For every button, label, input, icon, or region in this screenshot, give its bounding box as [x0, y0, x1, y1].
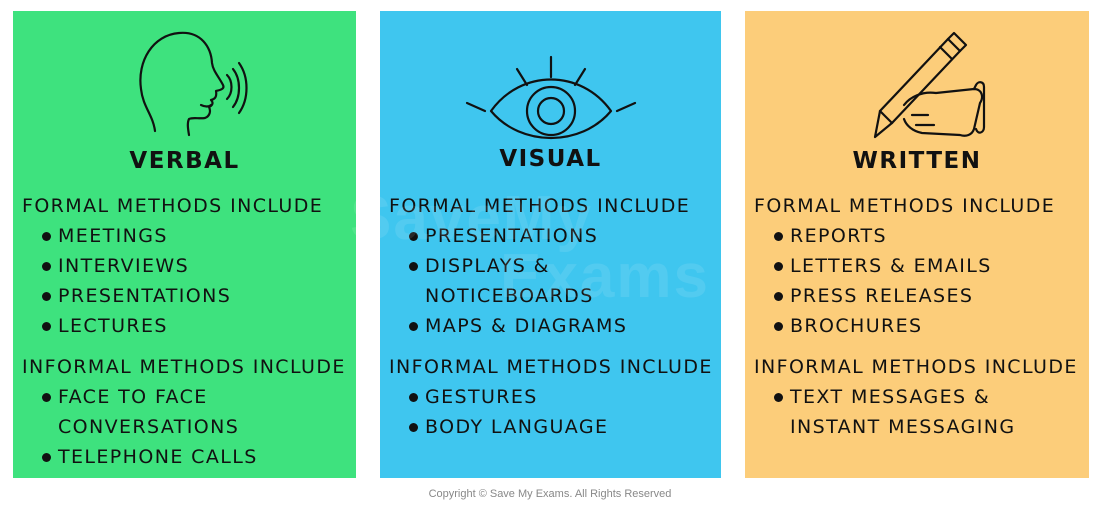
panel-title: WRITTEN — [852, 148, 982, 174]
hand-writing-icon — [745, 19, 1089, 149]
informal-methods-heading: INFORMAL METHODS INCLUDE — [389, 356, 713, 378]
formal-methods-heading: FORMAL METHODS INCLUDE — [389, 195, 691, 217]
formal-methods-list: MEETINGS INTERVIEWS PRESENTATIONS LECTUR… — [40, 221, 231, 341]
panel-written: WRITTEN FORMAL METHODS INCLUDE REPORTS L… — [745, 11, 1089, 478]
list-item: INTERVIEWS — [40, 251, 231, 281]
informal-methods-heading: INFORMAL METHODS INCLUDE — [22, 356, 346, 378]
list-item: LECTURES — [40, 311, 231, 341]
speaking-head-icon — [13, 19, 356, 149]
list-item: BROCHURES — [772, 311, 992, 341]
informal-methods-heading: INFORMAL METHODS INCLUDE — [754, 356, 1078, 378]
list-item: REPORTS — [772, 221, 992, 251]
list-item: PRESENTATIONS — [40, 281, 231, 311]
formal-methods-list: PRESENTATIONS DISPLAYS & NOTICEBOARDS MA… — [407, 221, 627, 341]
list-item: GESTURES — [407, 382, 608, 412]
list-item: PRESS RELEASES — [772, 281, 992, 311]
formal-methods-list: REPORTS LETTERS & EMAILS PRESS RELEASES … — [772, 221, 992, 341]
eye-icon — [380, 19, 721, 149]
list-item: PRESENTATIONS — [407, 221, 627, 251]
informal-methods-list: TEXT MESSAGES & INSTANT MESSAGING — [772, 382, 1015, 442]
panel-title: VISUAL — [499, 146, 602, 172]
list-item: DISPLAYS & NOTICEBOARDS — [407, 251, 627, 311]
formal-methods-heading: FORMAL METHODS INCLUDE — [754, 195, 1056, 217]
panel-title: VERBAL — [129, 148, 240, 174]
copyright-text: Copyright © Save My Exams. All Rights Re… — [428, 488, 672, 500]
list-item: TEXT MESSAGES & INSTANT MESSAGING — [772, 382, 1015, 442]
list-item: MEETINGS — [40, 221, 231, 251]
list-item: TELEPHONE CALLS — [40, 442, 258, 472]
list-item: BODY LANGUAGE — [407, 412, 608, 442]
panel-visual: VISUAL FORMAL METHODS INCLUDE PRESENTATI… — [380, 11, 721, 478]
list-item: LETTERS & EMAILS — [772, 251, 992, 281]
list-item: FACE TO FACE CONVERSATIONS — [40, 382, 258, 442]
informal-methods-list: FACE TO FACE CONVERSATIONS TELEPHONE CAL… — [40, 382, 258, 472]
informal-methods-list: GESTURES BODY LANGUAGE — [407, 382, 608, 442]
formal-methods-heading: FORMAL METHODS INCLUDE — [22, 195, 324, 217]
panel-verbal: VERBAL FORMAL METHODS INCLUDE MEETINGS I… — [13, 11, 356, 478]
list-item: MAPS & DIAGRAMS — [407, 311, 627, 341]
